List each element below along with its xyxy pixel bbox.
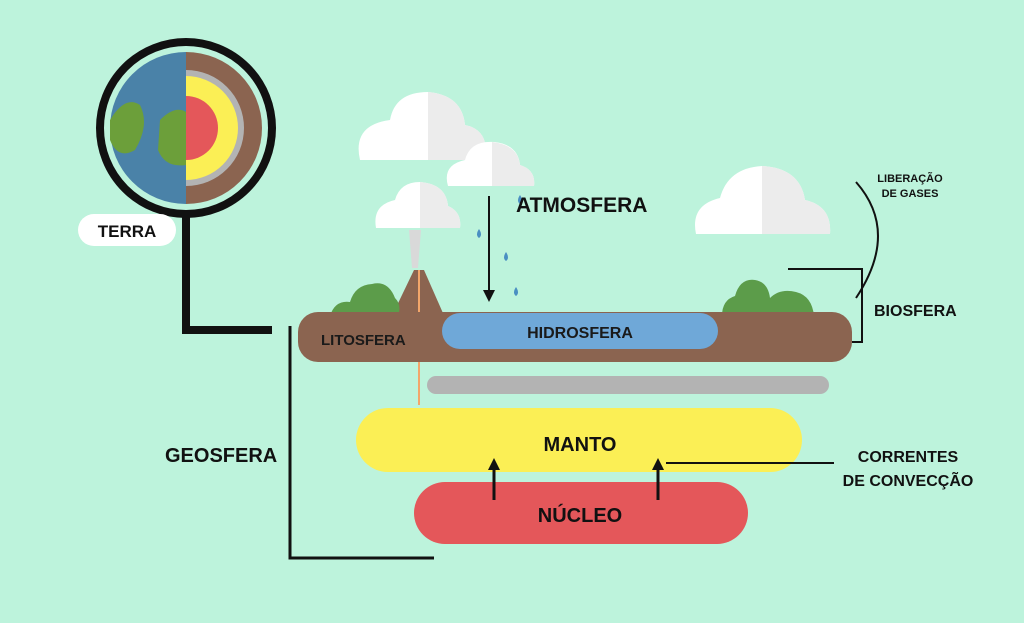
manto-label: MANTO bbox=[544, 434, 617, 456]
litosfera-label: LITOSFERA bbox=[321, 332, 406, 349]
biosfera-label: BIOSFERA bbox=[874, 303, 957, 320]
earth-cross-section-icon bbox=[96, 38, 276, 218]
magnifier-handle bbox=[182, 214, 272, 334]
terra-label: TERRA bbox=[98, 222, 157, 241]
cloud-icon bbox=[695, 166, 831, 234]
raindrop-icon bbox=[477, 195, 522, 296]
manto-layer bbox=[356, 408, 802, 472]
geosfera-label: GEOSFERA bbox=[165, 445, 277, 467]
correntes-line2: DE CONVECÇÃO bbox=[843, 470, 974, 490]
liberacao-line1: LIBERAÇÃO bbox=[877, 172, 943, 185]
convection-arrow-left bbox=[488, 458, 500, 500]
tree-icon bbox=[722, 279, 814, 316]
cloud-icon bbox=[375, 182, 461, 228]
tree-icon bbox=[330, 283, 400, 316]
atmosfera-label: ATMOSFERA bbox=[516, 194, 647, 217]
hidrosfera-label: HIDROSFERA bbox=[527, 325, 633, 342]
nucleo-layer bbox=[414, 482, 748, 544]
crust-layer bbox=[427, 376, 829, 394]
geosfera-bracket bbox=[288, 326, 434, 560]
convection-arrow-right bbox=[652, 458, 664, 500]
hidrosfera-water bbox=[442, 313, 718, 349]
correntes-line1: CORRENTES bbox=[858, 449, 959, 466]
biosfera-bracket bbox=[788, 268, 863, 343]
nucleo-label: NÚCLEO bbox=[538, 503, 622, 527]
liberacao-line2: DE GASES bbox=[882, 188, 939, 200]
cloud-icon bbox=[446, 141, 535, 186]
cloud-icon bbox=[358, 92, 486, 160]
terra-pill bbox=[78, 214, 176, 246]
gas-release-arc bbox=[855, 181, 879, 299]
